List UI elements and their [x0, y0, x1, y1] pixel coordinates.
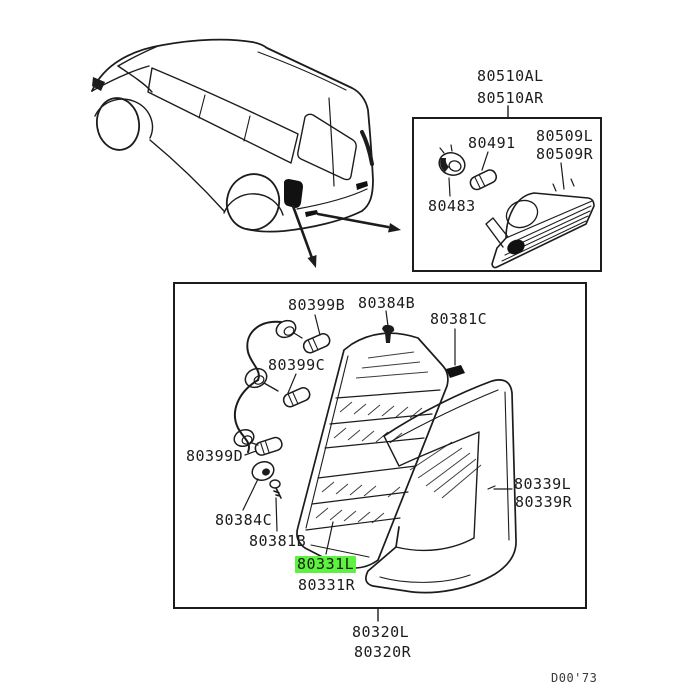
part-label-80399c[interactable]: 80399C: [268, 356, 326, 374]
bezel-drawing: [365, 379, 517, 594]
leader-80509: [560, 162, 565, 190]
grommet-80384c-drawing: [251, 460, 275, 482]
leader-80483: [448, 177, 451, 197]
tail-lamp-unit-drawing: [296, 332, 449, 569]
bulb-80399d-drawing: [254, 436, 283, 456]
part-label-80320l[interactable]: 80320L: [352, 623, 410, 641]
harness-drawing: [233, 319, 303, 453]
part-label-80339l[interactable]: 80339L: [514, 475, 572, 493]
part-label-80510ar[interactable]: 80510AR: [477, 89, 544, 107]
screw-80381b-drawing: [269, 479, 282, 499]
part-label-80483[interactable]: 80483: [428, 197, 476, 215]
part-label-80399b[interactable]: 80399B: [288, 296, 346, 314]
clip-80381c-drawing: [446, 365, 465, 378]
part-label-80491[interactable]: 80491: [468, 134, 516, 152]
part-label-80381b[interactable]: 80381B: [249, 532, 307, 550]
main-box-leaders: [242, 310, 513, 555]
part-label-80320r[interactable]: 80320R: [354, 643, 412, 661]
part-label-80510al[interactable]: 80510AL: [477, 67, 544, 85]
bulb-80399c-drawing: [282, 386, 311, 408]
part-label-80384c[interactable]: 80384C: [215, 511, 273, 529]
part-label-80331l-highlighted[interactable]: 80331L: [295, 555, 357, 573]
leader-80491: [481, 151, 489, 171]
bulb-80399b-drawing: [302, 332, 331, 354]
car-illustration: [91, 38, 374, 233]
side-marker-box: [412, 117, 602, 272]
part-label-80331r[interactable]: 80331R: [298, 576, 356, 594]
tail-lamp-box: [173, 282, 587, 609]
part-label-80509l[interactable]: 80509L: [536, 127, 594, 145]
part-label-80339r[interactable]: 80339R: [515, 493, 573, 511]
part-label-80381c[interactable]: 80381C: [430, 310, 488, 328]
part-label-80399d[interactable]: 80399D: [186, 447, 244, 465]
doc-code: D00'73: [551, 671, 598, 685]
part-label-80509r[interactable]: 80509R: [536, 145, 594, 163]
side-marker-parts: [438, 144, 595, 269]
pointer-arrow-to-tail-lamp-box: [291, 204, 317, 268]
part-label-80384b[interactable]: 80384B: [358, 294, 416, 312]
pointer-arrow-to-side-marker-box: [316, 212, 401, 233]
